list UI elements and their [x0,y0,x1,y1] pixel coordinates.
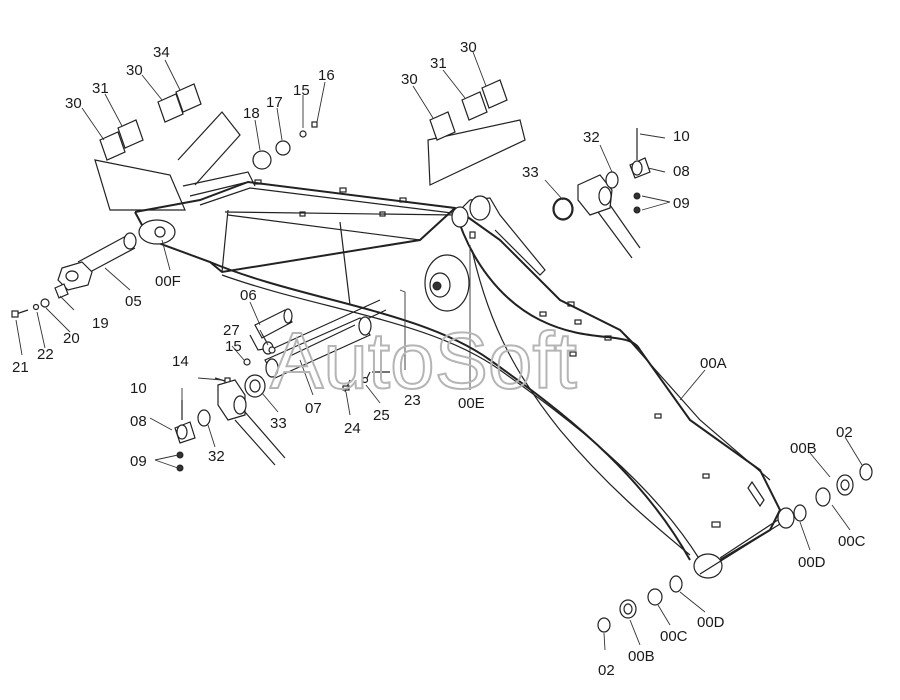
label-24: 24 [344,420,361,437]
label-27: 27 [223,322,240,339]
label-21: 21 [12,359,29,376]
small-bolts [214,346,390,393]
cylinder-rod-end-left [174,374,286,472]
label-17: 17 [266,94,283,111]
label-33-right: 33 [522,164,539,181]
washers-33 [553,198,573,220]
label-08-right: 08 [673,163,690,180]
label-08-left: 08 [130,413,147,430]
label-15-upper: 15 [293,82,310,99]
label-00D-bottom: 00D [697,614,725,631]
shim-plates-left [94,83,241,211]
label-20: 20 [63,330,80,347]
label-33-left: 33 [270,415,287,432]
label-00C-right: 00C [838,533,866,550]
label-22: 22 [37,346,54,363]
label-02-right: 02 [836,424,853,441]
label-30-b: 30 [126,62,143,79]
part-labels: 00A 00B 02 00C 00D 02 00B 00C 00D 00E 00… [12,39,866,679]
label-09-left: 09 [130,453,147,470]
label-00A: 00A [700,355,727,372]
label-05: 05 [125,293,142,310]
label-14: 14 [172,353,189,370]
label-31-a: 31 [92,80,109,97]
label-34: 34 [153,44,170,61]
label-25: 25 [373,407,390,424]
bushings-right [793,463,873,522]
label-00F: 00F [155,273,181,290]
label-00B-bottom: 00B [628,648,655,665]
label-00C-bottom: 00C [660,628,688,645]
pins-06-07 [249,299,387,379]
label-30-d: 30 [460,39,477,56]
label-10-right: 10 [673,128,690,145]
label-32-left: 32 [208,448,225,465]
label-15-lower: 15 [225,338,242,355]
label-02-bottom: 02 [598,662,615,679]
bushings-bottom [597,575,683,633]
label-06: 06 [240,287,257,304]
label-30-c: 30 [401,71,418,88]
label-18: 18 [243,105,260,122]
pin-05 [57,232,137,291]
bolt-washer-set-top [252,121,318,170]
label-30-a: 30 [65,95,82,112]
label-00E: 00E [458,395,485,412]
label-23: 23 [404,392,421,409]
label-09-right: 09 [673,195,690,212]
bolt-washer-set-left [11,283,69,318]
label-32-right: 32 [583,129,600,146]
leader-lines [15,51,863,651]
label-10-left: 10 [130,380,147,397]
label-19: 19 [92,315,109,332]
label-31-b: 31 [430,55,447,72]
label-00D-right: 00D [798,554,826,571]
watermark-text: AutoSoft [270,316,577,405]
label-16: 16 [318,67,335,84]
boom-body [134,171,795,579]
label-07: 07 [305,400,322,417]
label-00B-right: 00B [790,440,817,457]
shim-plates-right [427,79,526,186]
